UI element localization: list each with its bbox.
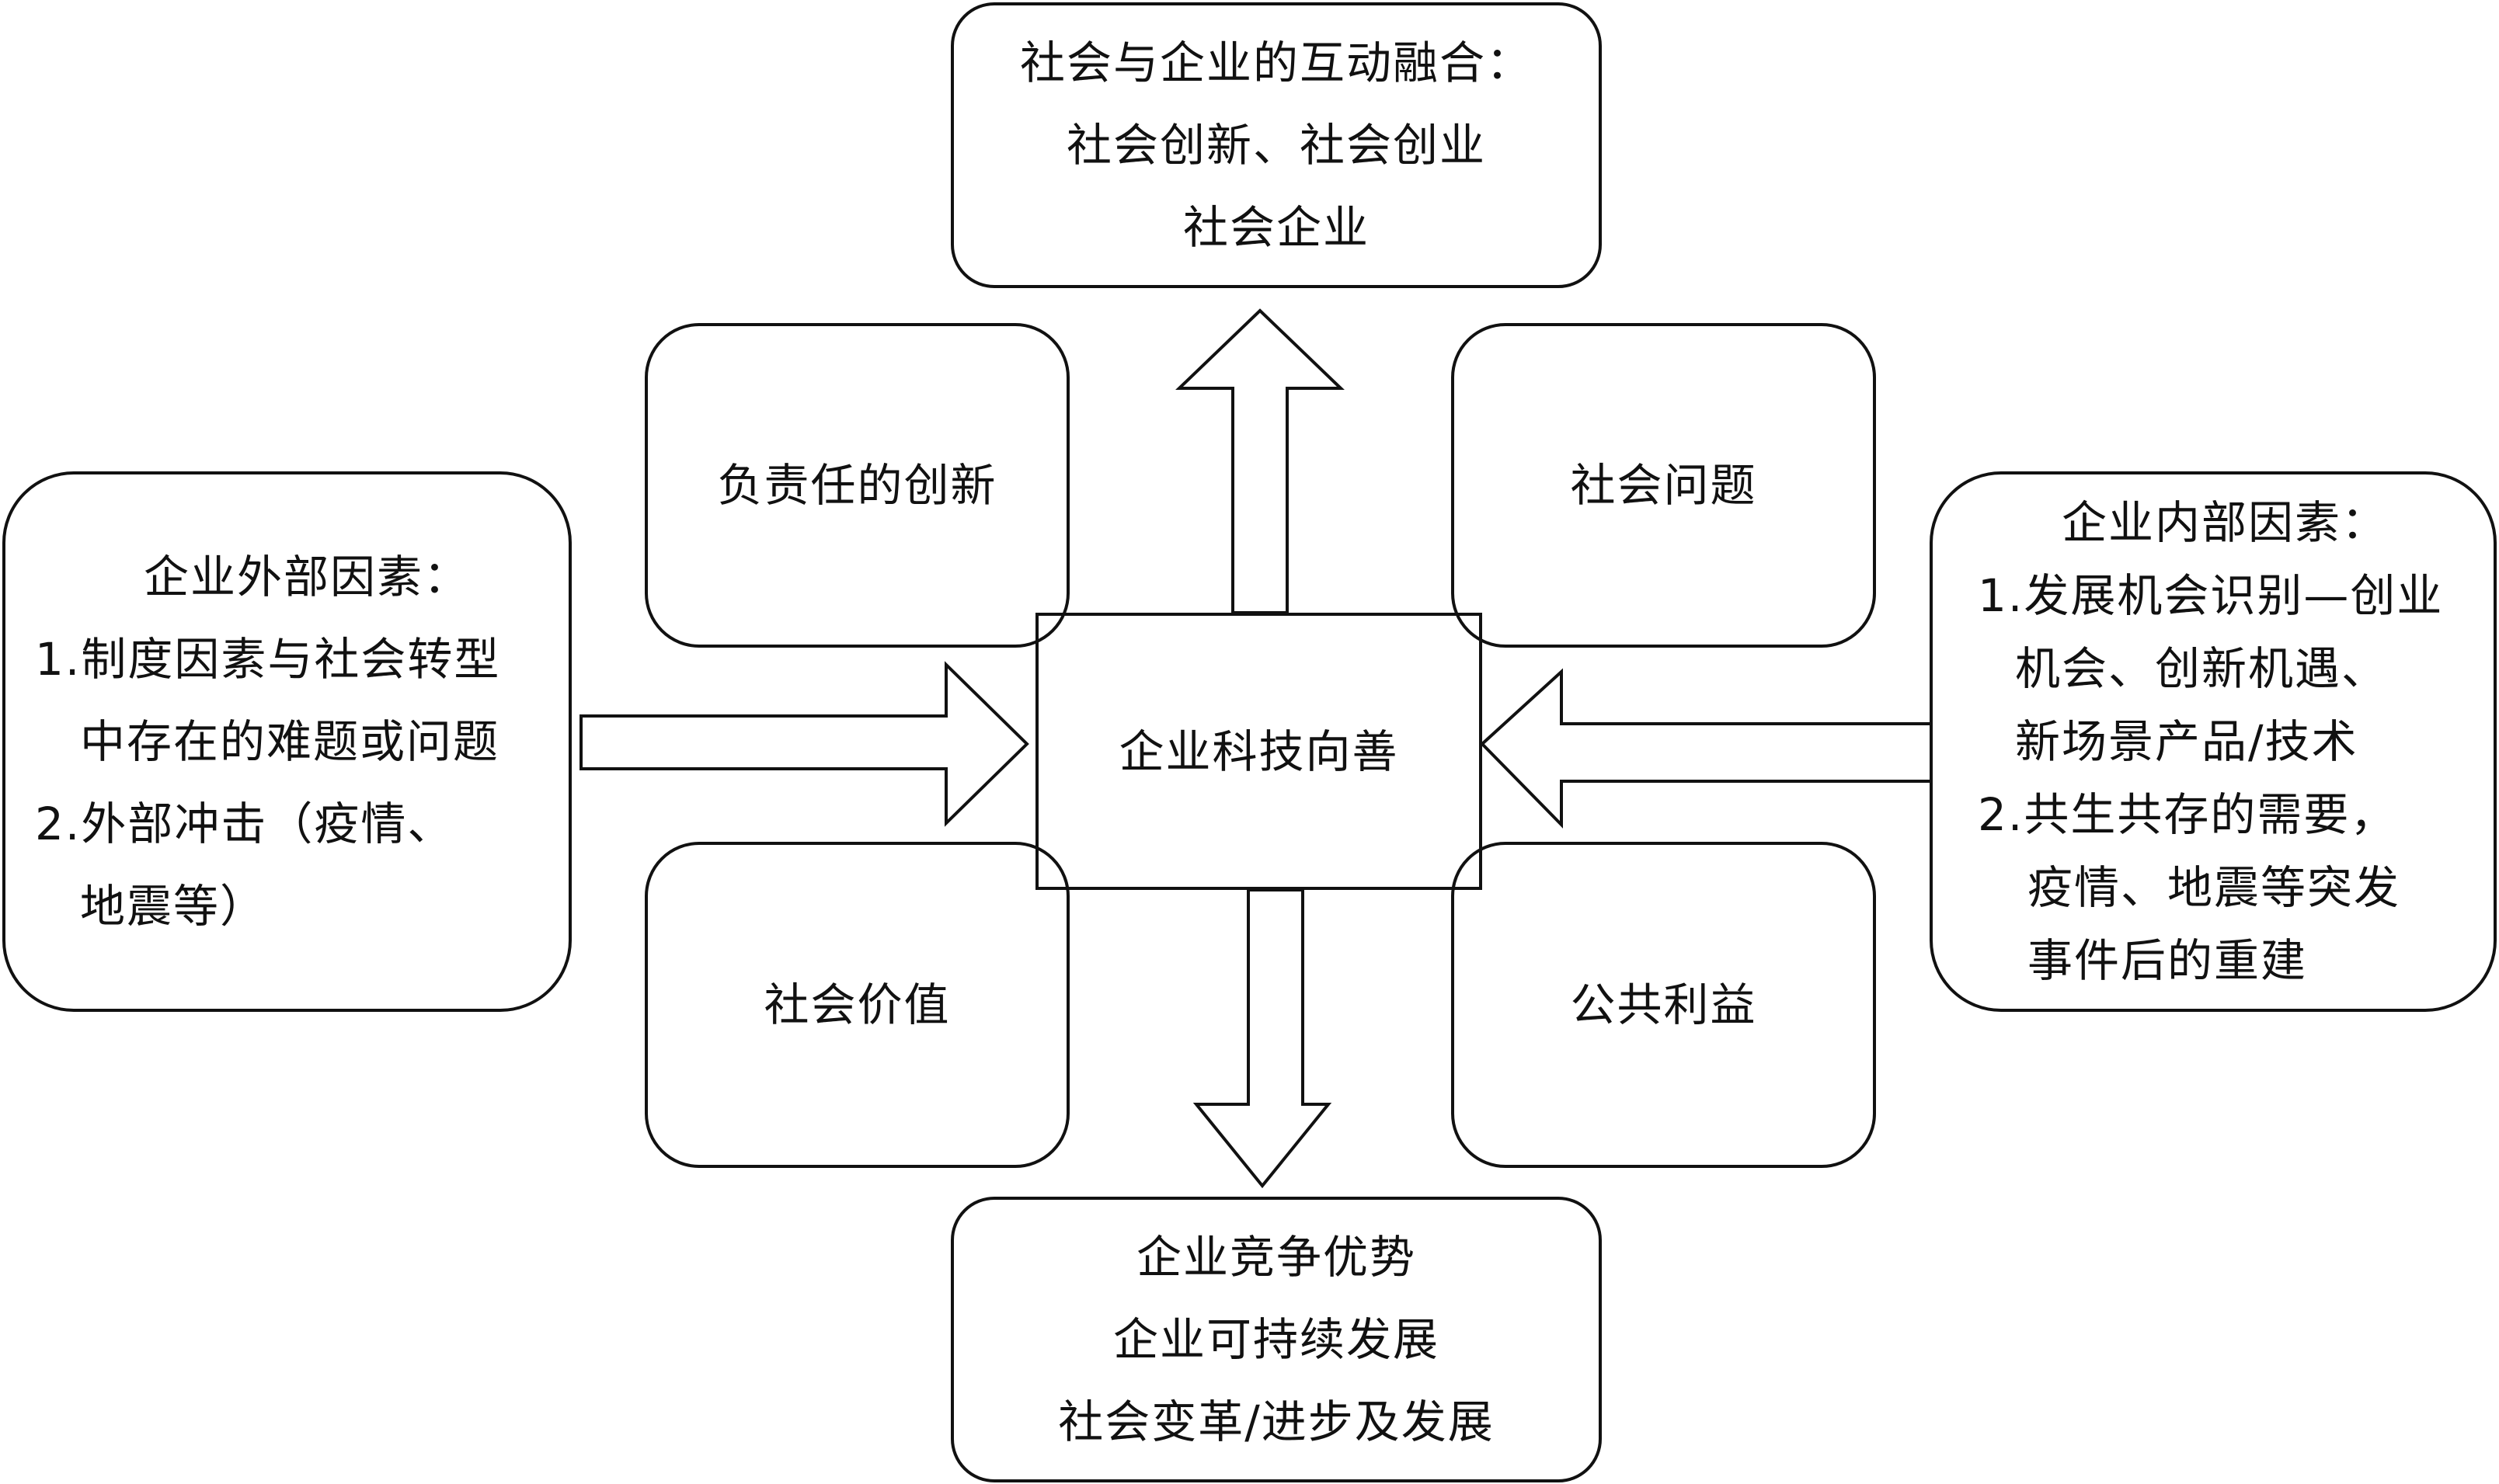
top-box: 社会与企业的互动融合： 社会创新、社会创业 社会企业 [951, 2, 1602, 288]
right-box-heading: 企业内部因素： [2062, 496, 2389, 549]
top-box-line-2: 社会创新、社会创业 [1066, 119, 1486, 172]
right-box-line-2: 机会、创新机遇、 [2015, 642, 2389, 695]
left-box: 企业外部因素： 1.制度因素与社会转型 中存在的难题或问题 2.外部冲击（疫情、… [2, 471, 572, 1012]
bottom-box-line-3: 社会变革/进步及发展 [1058, 1395, 1495, 1448]
corner-box-bottom-left: 社会价值 [645, 842, 1070, 1168]
right-box-line-4: 2.共生共存的需要， [1978, 788, 2397, 841]
bottom-box: 企业竞争优势 企业可持续发展 社会变革/进步及发展 [951, 1197, 1602, 1482]
left-box-heading: 企业外部因素： [144, 551, 471, 603]
arrow-left [1480, 668, 1933, 829]
corner-box-top-right-label: 社会问题 [1570, 459, 1757, 512]
corner-box-bottom-left-label: 社会价值 [764, 978, 951, 1031]
bottom-box-line-1: 企业竞争优势 [1136, 1231, 1416, 1284]
left-box-line-2: 中存在的难题或问题 [80, 715, 500, 768]
left-box-line-4: 地震等） [80, 880, 267, 933]
right-box-line-6: 事件后的重建 [2027, 934, 2308, 987]
corner-box-bottom-right: 公共利益 [1451, 842, 1876, 1168]
corner-box-top-left: 负责任的创新 [645, 323, 1070, 648]
right-box-line-5: 疫情、地震等突发 [2027, 861, 2401, 914]
arrow-down [1192, 888, 1332, 1189]
left-box-line-3: 2.外部冲击（疫情、 [35, 798, 454, 850]
corner-box-top-right: 社会问题 [1451, 323, 1876, 648]
top-box-line-1: 社会与企业的互动融合： [1019, 36, 1533, 89]
corner-box-top-left-label: 负责任的创新 [717, 459, 997, 512]
right-box: 企业内部因素： 1.发展机会识别—创业 机会、创新机遇、 新场景产品/技术 2.… [1930, 471, 2497, 1012]
center-label: 企业科技向善 [1119, 725, 1399, 778]
center-box: 企业科技向善 [1035, 613, 1482, 890]
arrow-right [580, 661, 1029, 827]
left-box-line-1: 1.制度因素与社会转型 [35, 633, 501, 686]
arrow-up [1175, 308, 1345, 614]
right-box-line-1: 1.发展机会识别—创业 [1978, 569, 2444, 622]
right-box-line-3: 新场景产品/技术 [2015, 715, 2358, 768]
bottom-box-line-2: 企业可持续发展 [1112, 1313, 1439, 1366]
top-box-line-3: 社会企业 [1182, 201, 1370, 254]
corner-box-bottom-right-label: 公共利益 [1570, 978, 1757, 1031]
